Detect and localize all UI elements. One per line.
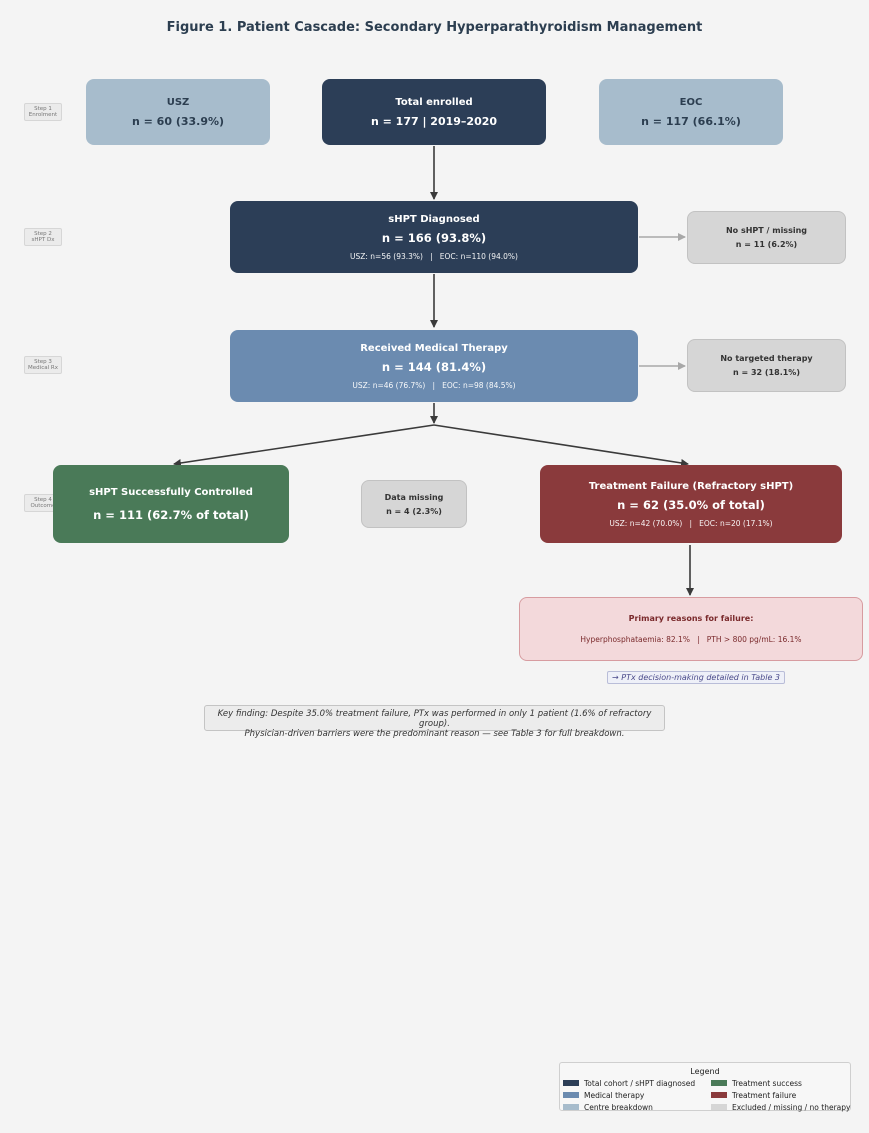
failure-reasons-box: Primary reasons for failure: Hyperphosph… xyxy=(519,597,863,661)
ptx-table-note: → PTx decision-making detailed in Table … xyxy=(607,671,786,684)
legend-item: Total cohort / sHPT diagnosed xyxy=(563,1078,711,1088)
arrow-to-failure xyxy=(433,424,689,467)
legend-item: Centre breakdown xyxy=(563,1102,711,1112)
data-missing-box: Data missing n = 4 (2.3%) xyxy=(361,480,467,528)
no-shpt-box: No sHPT / missing n = 11 (6.2%) xyxy=(687,211,846,264)
arrow-to-success xyxy=(173,424,435,467)
eoc-box: EOC n = 117 (66.1%) xyxy=(599,79,783,145)
medical-therapy-box: Received Medical Therapy n = 144 (81.4%)… xyxy=(230,330,638,402)
legend-swatch xyxy=(563,1092,579,1098)
legend-swatch xyxy=(563,1104,579,1110)
legend-item: Medical therapy xyxy=(563,1090,711,1100)
legend-swatch xyxy=(711,1092,727,1098)
legend-item: Treatment success xyxy=(711,1078,851,1088)
legend-swatch xyxy=(711,1080,727,1086)
usz-box: USZ n = 60 (33.9%) xyxy=(86,79,270,145)
legend-swatch xyxy=(563,1080,579,1086)
shpt-diagnosed-box: sHPT Diagnosed n = 166 (93.8%) USZ: n=56… xyxy=(230,201,638,273)
key-finding-box: Key finding: Despite 35.0% treatment fai… xyxy=(204,705,665,739)
total-enrolled-box: Total enrolled n = 177 | 2019–2020 xyxy=(322,79,546,145)
legend-item: Treatment failure xyxy=(711,1090,851,1100)
legend: Legend Total cohort / sHPT diagnosed Tre… xyxy=(559,1062,851,1112)
success-box: sHPT Successfully Controlled n = 111 (62… xyxy=(53,465,289,543)
figure-title: Figure 1. Patient Cascade: Secondary Hyp… xyxy=(166,20,703,35)
legend-swatch xyxy=(711,1104,727,1110)
treatment-failure-box: Treatment Failure (Refractory sHPT) n = … xyxy=(540,465,842,543)
no-therapy-box: No targeted therapy n = 32 (18.1%) xyxy=(687,339,846,392)
legend-item: Excluded / missing / no therapy xyxy=(711,1102,851,1112)
